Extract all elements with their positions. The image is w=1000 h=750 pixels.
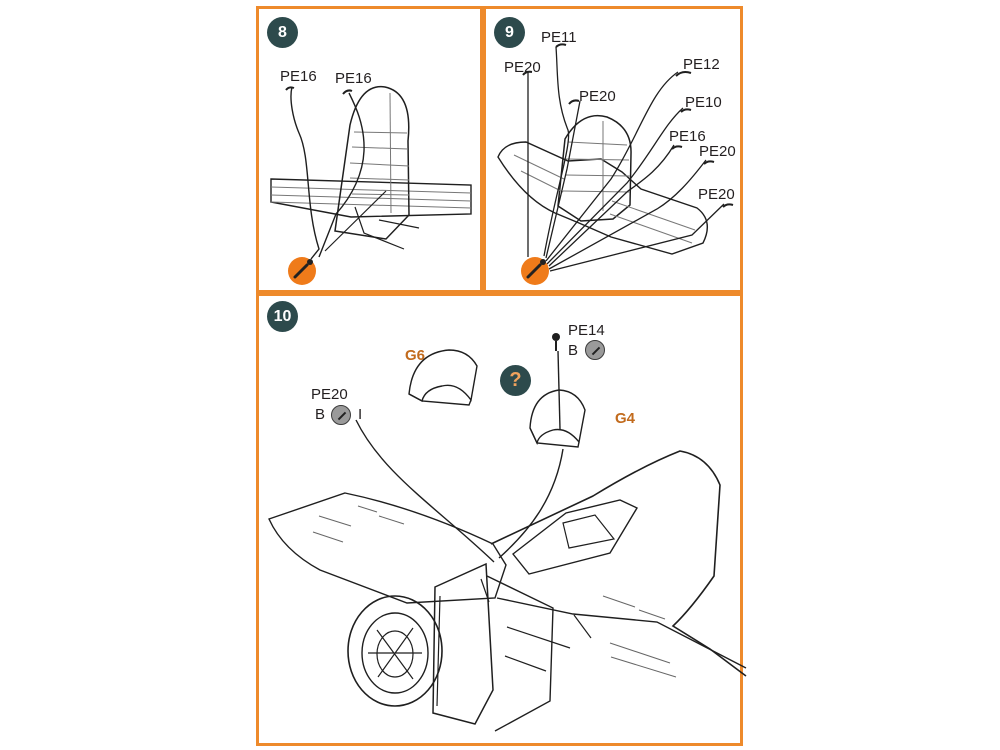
step-10-pe14-label: PE14 — [568, 322, 605, 339]
brush-paint-icon — [331, 405, 351, 425]
step-9-drawing — [497, 43, 734, 285]
step-9-badge: 9 — [494, 17, 525, 48]
step-10-g6-label: G6 — [405, 347, 426, 364]
step-8-badge: 8 — [267, 17, 298, 48]
step-8-drawing — [270, 85, 472, 285]
step-9-panel: 9 PE11 PE20 PE20 PE12 PE10 PE16 PE20 PE2… — [483, 6, 743, 293]
step-8-pe16-right-label: PE16 — [335, 70, 372, 87]
step-9-pe20-right-label: PE20 — [699, 143, 736, 160]
step-9-pe20-bottom-label: PE20 — [698, 186, 735, 203]
step-9-pe12-label: PE12 — [683, 56, 720, 73]
step-8-pe16-left-label: PE16 — [280, 68, 317, 85]
step-10-badge: 10 — [267, 301, 298, 332]
step-10-panel: 10 G6 G4 PE14 B PE20 B I ? — [256, 293, 747, 746]
step-9-pe10-label: PE10 — [685, 94, 722, 111]
step-10-pe20-b-label: B — [315, 406, 326, 423]
brush-paint-icon — [585, 340, 605, 360]
step-9-pe16-label: PE16 — [669, 128, 706, 145]
step-10-pe20-i-label: I — [358, 406, 363, 423]
step-9-pe11-label: PE11 — [541, 29, 577, 46]
question-mark-badge: ? — [500, 365, 531, 396]
step-10-g4-label: G4 — [615, 410, 636, 427]
step-10-pe14-b-label: B — [568, 342, 579, 359]
step-9-pe20-top-label: PE20 — [579, 88, 616, 105]
step-8-panel: 8 PE16 PE16 — [256, 6, 483, 293]
step-10-pe20-label: PE20 — [311, 386, 348, 403]
step-10-drawing — [268, 333, 747, 732]
